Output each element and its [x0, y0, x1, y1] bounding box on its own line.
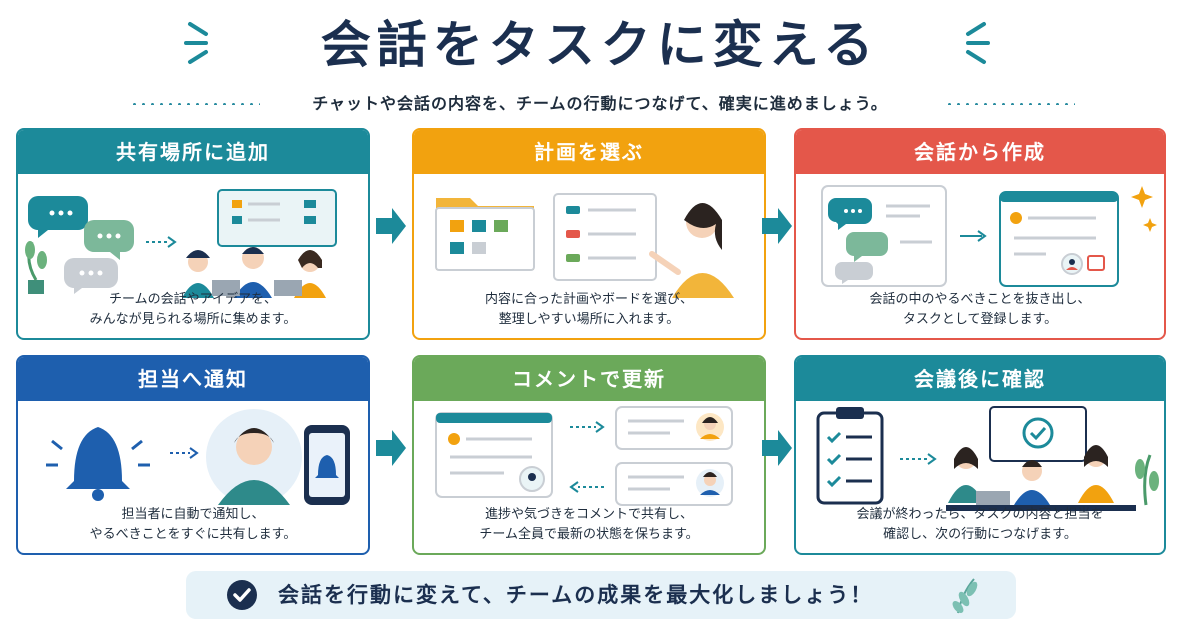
arrow-right-icon	[376, 208, 406, 244]
footer-banner: 会話を行動に変えて、チームの成果を最大化しましょう！	[186, 571, 1016, 619]
card-title: 計画を選ぶ	[414, 130, 764, 174]
team-people-icon	[182, 247, 326, 298]
sparkle-icon	[966, 22, 990, 64]
leaf-plant-icon	[1135, 454, 1159, 506]
card-description: チームの会話やアイデアを、 みんなが見られる場所に集めます。	[89, 292, 297, 327]
chat-to-board-illustration	[25, 189, 337, 298]
sparkle-icon	[184, 22, 208, 64]
header: 会話をタスクに変える	[0, 10, 1200, 80]
arrow-right-icon	[762, 208, 792, 244]
card-title: 会話から作成	[796, 130, 1164, 174]
subtitle-row: チャットや会話の内容を、チームの行動につなげて、確実に進めましょう。	[0, 92, 1200, 116]
notify-illustration	[46, 409, 350, 505]
clipboard-checklist-icon	[816, 407, 884, 505]
arrow-right-icon	[376, 430, 406, 466]
leaf-icon	[952, 578, 978, 614]
card-description: 会話の中のやるべきことを抜き出し、 タスクとして登録します。	[869, 292, 1091, 327]
meeting-review-illustration	[816, 406, 1159, 511]
leaf-plant-icon	[25, 241, 47, 294]
card-title: コメントで更新	[414, 357, 764, 401]
step-card-add-to-shared: 共有場所に追加	[16, 128, 370, 340]
step-card-review-after-meeting: 会議後に確認	[794, 355, 1166, 555]
card-description: 担当者に自動で通知し、 やるべきことをすぐに共有します。	[89, 507, 297, 542]
smartphone-icon	[304, 425, 350, 505]
step-card-select-plan: 計画を選ぶ 内容に合った計画やボードを選び、 整理しやすい場所に入れます。	[412, 128, 766, 340]
card-description: 進捗や気づきをコメントで共有し、 チーム全員で最新の状態を保ちます。	[479, 507, 699, 542]
create-task-illustration	[821, 185, 1157, 287]
step-card-update-by-comment: コメントで更新 進捗や気づきを	[412, 355, 766, 555]
footer-text: 会話を行動に変えて、チームの成果を最大化しましょう！	[278, 583, 874, 607]
step-card-create-from-chat: 会話から作成 会話の中のやるべきことを抜き出し、 タスクとして登録します。	[794, 128, 1166, 340]
plan-select-illustration	[435, 193, 734, 298]
subtitle: チャットや会話の内容を、チームの行動につなげて、確実に進めましょう。	[312, 94, 888, 113]
arrow-right-icon	[762, 430, 792, 466]
divider-dots	[130, 103, 260, 105]
check-circle-icon	[227, 580, 257, 610]
comment-update-illustration	[435, 406, 733, 506]
card-title: 担当へ通知	[18, 357, 368, 401]
step-card-notify-assignee: 担当へ通知	[16, 355, 370, 555]
bell-icon	[46, 427, 150, 501]
card-description: 会議が終わったら、タスクの内容と担当を 確認し、次の行動につなげます。	[856, 507, 1104, 542]
card-title: 会議後に確認	[796, 357, 1164, 401]
avatar	[206, 409, 302, 505]
card-description: 内容に合った計画やボードを選び、 整理しやすい場所に入れます。	[484, 292, 693, 327]
person-pointing-icon	[649, 203, 734, 298]
card-title: 共有場所に追加	[18, 130, 368, 174]
team-people-icon	[946, 445, 1136, 511]
page-title: 会話をタスクに変える	[320, 16, 880, 74]
divider-dots	[945, 103, 1075, 105]
